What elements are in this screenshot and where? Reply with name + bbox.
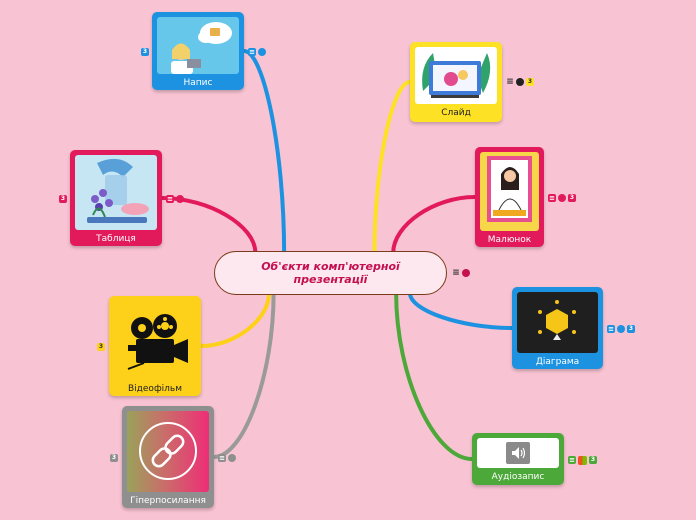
audiozapys-illustration [477,438,559,468]
node-napys[interactable]: Напис [152,12,244,90]
link-icon[interactable] [462,269,470,277]
node-videofilm[interactable]: Відеофільм [109,296,201,396]
hiperposyl-illustration [127,411,209,492]
tablytsia-badge-group: 3 [59,194,67,204]
connector-diagrama [407,291,514,330]
diagrama-markers: ≡ 3 [607,324,635,334]
count-badge[interactable]: 3 [526,78,534,86]
connector-napys [242,49,287,255]
connector-tablytsia [160,196,258,255]
malyunok-markers: ≡ 3 [548,193,576,203]
diagrama-illustration [517,292,598,353]
napys-badge-group: 3 [141,47,149,57]
node-napys-label: Напис [183,78,213,88]
node-slide[interactable]: Слайд [410,42,502,122]
node-malyunok-label: Малюнок [487,235,532,245]
tablytsia-markers: ≡ [166,194,184,204]
link-icon[interactable] [617,325,625,333]
node-diagrama-label: Діаграма [535,357,580,367]
node-diagrama[interactable]: Діаграма [512,287,603,369]
notes-icon[interactable]: ≡ [218,454,226,462]
chain-link-icon [139,422,197,480]
count-badge[interactable]: 3 [627,325,635,333]
node-audiozapys-label: Аудіозапис [491,472,545,482]
count-badge[interactable]: 3 [568,194,576,202]
videofilm-illustration [114,301,196,380]
node-malyunok[interactable]: Малюнок [475,147,544,247]
film-camera-icon [127,314,188,370]
notes-icon[interactable]: ≡ [506,77,514,87]
node-hiperposyl-label: Гіперпосилання [130,496,206,506]
node-tablytsia[interactable]: Таблиця [70,150,162,246]
count-badge[interactable]: 3 [141,48,149,56]
hiperposyl-markers: ≡ [218,453,236,463]
central-topic[interactable]: Об'єкти комп'ютерної презентації [214,251,447,295]
videofilm-badge-group: 3 [97,342,105,352]
link-icon[interactable] [228,454,236,462]
office-logo-icon[interactable] [578,455,587,465]
central-markers: ≡ [452,268,470,278]
audiozapys-markers: ≡ 3 [568,455,597,465]
count-badge[interactable]: 3 [110,454,118,462]
connector-videofilm [199,291,272,348]
connector-audiozapys [394,291,474,461]
connector-hiperposyl [212,291,276,459]
notes-icon[interactable]: ≡ [568,456,576,464]
notes-icon[interactable]: ≡ [607,325,615,333]
hexagon-diagram-icon [546,309,568,334]
napys-illustration [157,17,239,74]
connector-malyunok [391,195,477,255]
central-topic-title: Об'єкти комп'ютерної презентації [261,260,400,286]
hiperposyl-badge-group: 3 [110,453,118,463]
tablytsia-illustration [75,155,157,230]
slide-illustration [415,47,497,104]
count-badge[interactable]: 3 [97,343,105,351]
link-icon[interactable] [516,78,524,86]
count-badge[interactable]: 3 [589,456,597,464]
napys-markers: ≡ [248,47,266,57]
node-audiozapys[interactable]: Аудіозапис [472,433,564,485]
notes-icon[interactable]: ≡ [548,194,556,202]
link-icon[interactable] [176,195,184,203]
speaker-icon [506,442,530,464]
node-hiperposyl[interactable]: Гіперпосилання [122,406,214,508]
count-badge[interactable]: 3 [59,195,67,203]
link-icon[interactable] [558,194,566,202]
node-slide-label: Слайд [441,108,471,118]
notes-icon[interactable]: ≡ [248,48,256,56]
slide-markers: ≡ 3 [506,77,534,87]
malyunok-illustration [480,152,539,231]
node-videofilm-label: Відеофільм [128,384,182,394]
notes-icon[interactable]: ≡ [166,195,174,203]
link-icon[interactable] [258,48,266,56]
connector-slide [372,80,412,255]
node-tablytsia-label: Таблиця [96,234,136,244]
notes-icon[interactable]: ≡ [452,268,460,278]
